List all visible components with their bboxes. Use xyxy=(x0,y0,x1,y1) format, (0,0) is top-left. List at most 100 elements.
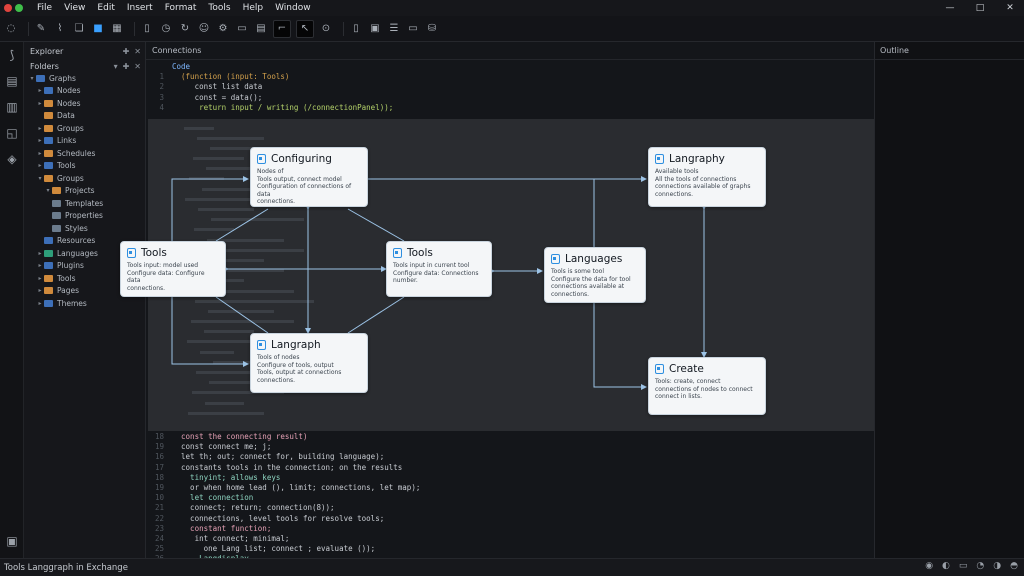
file-icon[interactable]: ▯ xyxy=(353,23,359,34)
tree-item[interactable]: Styles xyxy=(24,222,145,235)
chevron-right-icon[interactable]: ▸ xyxy=(38,162,42,170)
brush-icon[interactable]: ⌇ xyxy=(57,23,63,34)
menu-item-file[interactable]: File xyxy=(37,3,53,13)
grid-icon[interactable]: ▦ xyxy=(112,23,122,34)
tree-item[interactable]: ▸Links xyxy=(24,135,145,148)
chevron-right-icon[interactable]: ▸ xyxy=(38,287,42,295)
close-section-icon[interactable]: ✕ xyxy=(134,61,141,71)
menu-item-view[interactable]: View xyxy=(64,3,86,13)
node-create[interactable]: Create Tools: create, connect connection… xyxy=(648,357,766,415)
code-text[interactable]: (function (input: Tools) xyxy=(172,72,290,82)
chevron-down-icon[interactable]: ▾ xyxy=(30,74,34,82)
menu-item-help[interactable]: Help xyxy=(242,3,264,13)
doc-icon[interactable]: ▯ xyxy=(144,23,150,34)
chevron-right-icon[interactable]: ▸ xyxy=(38,137,42,145)
chevron-right-icon[interactable]: ▸ xyxy=(38,149,42,157)
tree-item[interactable]: ▸Languages xyxy=(24,247,145,260)
chevron-right-icon[interactable]: ▸ xyxy=(38,274,42,282)
tree-item[interactable]: Data xyxy=(24,110,145,123)
account-icon[interactable]: ◓ xyxy=(1010,561,1018,571)
layout-icon[interactable]: ▭ xyxy=(408,23,418,34)
chevron-right-icon[interactable]: ▸ xyxy=(38,262,42,270)
maximize-window-icon[interactable] xyxy=(15,4,23,12)
select-tool-icon[interactable]: ↖ xyxy=(296,19,314,38)
branch-icon[interactable]: ⟆ xyxy=(9,48,15,62)
code-text[interactable]: constant function; xyxy=(172,523,272,533)
new-folder-icon[interactable]: ▾ xyxy=(113,61,118,71)
new-file-icon[interactable]: ✚ xyxy=(122,46,130,56)
code-text[interactable]: constants tools in the connection; on th… xyxy=(172,462,403,472)
list-icon[interactable]: ☰ xyxy=(389,23,399,34)
chevron-down-icon[interactable]: ▾ xyxy=(38,174,42,182)
settings-icon[interactable]: ⚙ xyxy=(218,23,228,34)
menu-item-format[interactable]: Format xyxy=(164,3,197,13)
node-langraph[interactable]: Langraph Tools of nodes Configure of too… xyxy=(250,333,368,393)
settings-icon[interactable]: ◑ xyxy=(993,561,1002,571)
restore-icon[interactable]: □ xyxy=(975,3,985,13)
tree-item[interactable]: ▾Projects xyxy=(24,185,145,198)
node-langraphy[interactable]: Langraphy Available tools All the tools … xyxy=(648,147,766,207)
collapse-icon[interactable]: ✕ xyxy=(134,46,141,56)
node-tools-center[interactable]: Tools Tools input in current tool Config… xyxy=(386,241,492,297)
code-text[interactable]: connections, level tools for resolve too… xyxy=(172,513,385,523)
refresh-tree-icon[interactable]: ✚ xyxy=(122,61,130,71)
sync-icon[interactable]: ◐ xyxy=(942,561,950,571)
files-icon[interactable]: ▤ xyxy=(6,74,18,88)
tree-item[interactable]: ▸Groups xyxy=(24,122,145,135)
minimize-icon[interactable]: — xyxy=(945,3,955,13)
close-window-icon[interactable] xyxy=(4,4,12,12)
tree-item[interactable]: ▸Nodes xyxy=(24,85,145,98)
save-icon[interactable]: ■ xyxy=(93,23,103,34)
code-text[interactable]: return input / writing (/connectionPanel… xyxy=(172,102,394,112)
home-icon[interactable]: ◌ xyxy=(6,23,16,34)
document-icon[interactable]: ▥ xyxy=(6,100,18,114)
diagram-canvas[interactable]: Configuring Nodes of Tools output, conne… xyxy=(120,119,874,431)
layout-icon[interactable]: ▭ xyxy=(958,561,968,571)
chevron-right-icon[interactable]: ▸ xyxy=(38,99,42,107)
code-text[interactable]: const list data xyxy=(172,82,263,92)
target-icon[interactable]: ⊙ xyxy=(321,23,331,34)
copy-icon[interactable]: ❏ xyxy=(74,23,84,34)
close-icon[interactable]: ✕ xyxy=(1006,3,1014,13)
tree-item[interactable]: Templates xyxy=(24,197,145,210)
refresh-icon[interactable]: ↻ xyxy=(180,23,190,34)
menu-item-tools[interactable]: Tools xyxy=(208,3,231,13)
menu-item-insert[interactable]: Insert xyxy=(126,3,153,13)
code-text[interactable]: const connect me; j; xyxy=(172,442,272,452)
tree-item[interactable]: ▸Tools xyxy=(24,160,145,173)
notification-icon[interactable]: ◉ xyxy=(925,561,934,571)
code-text[interactable]: Code xyxy=(172,62,191,71)
code-text[interactable]: one Lang list; connect ; evaluate ()); xyxy=(172,544,376,554)
tree-item[interactable]: ▾Graphs xyxy=(24,72,145,85)
chart-icon[interactable]: ▤ xyxy=(256,23,266,34)
code-text[interactable]: let th; out; connect for, building langu… xyxy=(172,452,385,462)
layers-icon[interactable]: ◱ xyxy=(6,126,18,140)
tree-item[interactable]: ▸Nodes xyxy=(24,97,145,110)
tree-item[interactable]: Properties xyxy=(24,210,145,223)
code-text[interactable]: tinyint; allows keys xyxy=(172,472,281,482)
panel-icon[interactable]: ▣ xyxy=(370,23,380,34)
node-languages[interactable]: Languages Tools is some tool Configure t… xyxy=(544,247,646,303)
pen-icon[interactable]: ✎ xyxy=(36,23,46,34)
tree-item[interactable]: ▸Plugins xyxy=(24,260,145,273)
menu-item-window[interactable]: Window xyxy=(275,3,311,13)
clock-icon[interactable]: ◷ xyxy=(161,23,171,34)
bell-icon[interactable]: ◔ xyxy=(976,561,985,571)
chevron-right-icon[interactable]: ▸ xyxy=(38,249,42,257)
tree-item[interactable]: ▸Themes xyxy=(24,297,145,310)
tree-item[interactable]: ▸Schedules xyxy=(24,147,145,160)
chevron-down-icon[interactable]: ▾ xyxy=(46,187,50,195)
accounts-icon[interactable]: ▣ xyxy=(6,534,18,548)
tree-item[interactable]: ▾Groups xyxy=(24,172,145,185)
tab-connections[interactable]: Connections xyxy=(152,46,202,55)
code-text[interactable]: connect; return; connection(8)); xyxy=(172,503,335,513)
chevron-right-icon[interactable]: ▸ xyxy=(38,299,42,307)
extensions-icon[interactable]: ◈ xyxy=(7,152,17,166)
database-icon[interactable]: ⛁ xyxy=(427,23,437,34)
code-text[interactable]: const the connecting result) xyxy=(172,432,308,441)
node-configuring[interactable]: Configuring Nodes of Tools output, conne… xyxy=(250,147,368,207)
box-icon[interactable]: ▭ xyxy=(237,23,247,34)
tree-item[interactable]: Resources xyxy=(24,235,145,248)
pointer-tool-icon[interactable]: ⌐ xyxy=(273,19,291,38)
code-text[interactable]: let connection xyxy=(172,493,254,503)
